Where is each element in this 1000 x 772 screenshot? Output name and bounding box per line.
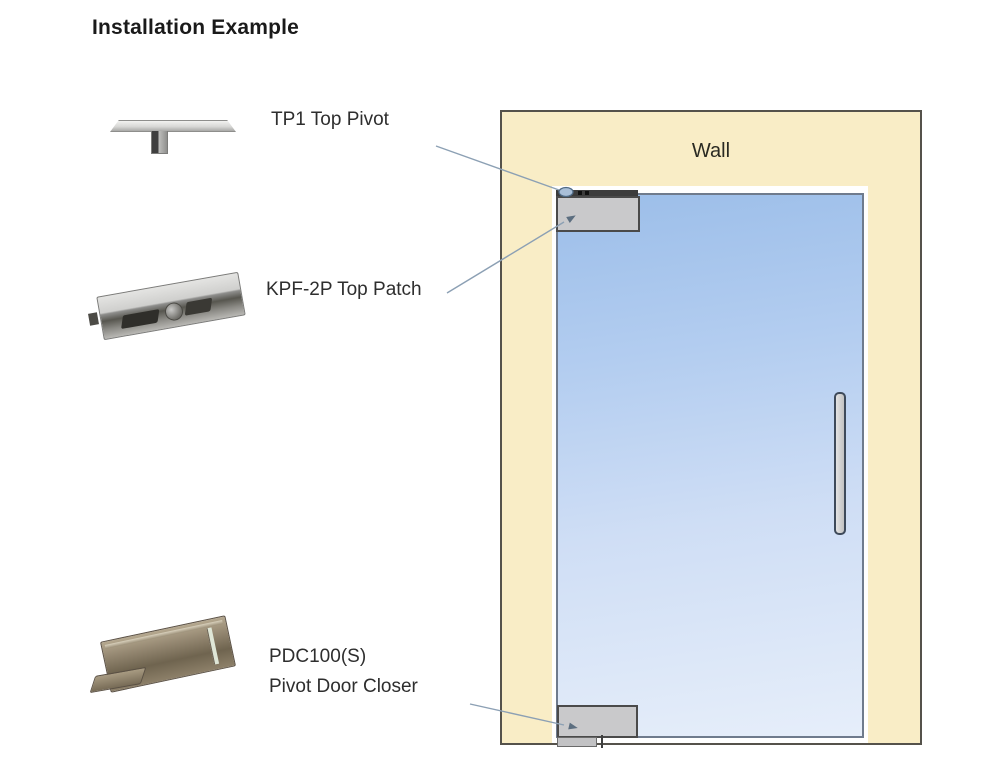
wall-label: Wall	[691, 140, 731, 162]
door-closer-fitting	[557, 705, 638, 738]
door-closer-floor-plate	[557, 737, 597, 747]
pdc100-door-closer-icon	[89, 608, 252, 712]
top-rail-bar	[556, 190, 638, 196]
kpf2p-pivot-boss	[163, 300, 185, 322]
top-patch-fitting	[556, 196, 640, 232]
pdc100-label-line1: PDC100(S)	[269, 646, 367, 667]
pdc100-glass-gap	[206, 627, 219, 665]
kpf2p-slot	[184, 297, 212, 316]
glass-door	[556, 193, 864, 738]
tp1-top-pivot-icon	[110, 120, 236, 132]
screw-mark	[578, 191, 582, 195]
kpf2p-label: KPF-2P Top Patch	[266, 279, 422, 300]
tp1-label: TP1 Top Pivot	[271, 109, 389, 130]
pdc100-label-line2: Pivot Door Closer	[269, 676, 418, 697]
kpf2p-slot	[120, 308, 160, 329]
page-title: Installation Example	[92, 16, 300, 39]
kpf2p-body	[96, 271, 246, 341]
door-handle	[834, 392, 846, 535]
kpf2p-endcap	[88, 312, 99, 326]
pdc100-plate-edge	[104, 619, 224, 649]
kpf2p-top-patch-icon	[88, 268, 253, 346]
floor-pivot-tick	[601, 735, 603, 748]
screw-mark	[585, 191, 589, 195]
tp1-top-pivot-icon-stem	[151, 131, 168, 154]
